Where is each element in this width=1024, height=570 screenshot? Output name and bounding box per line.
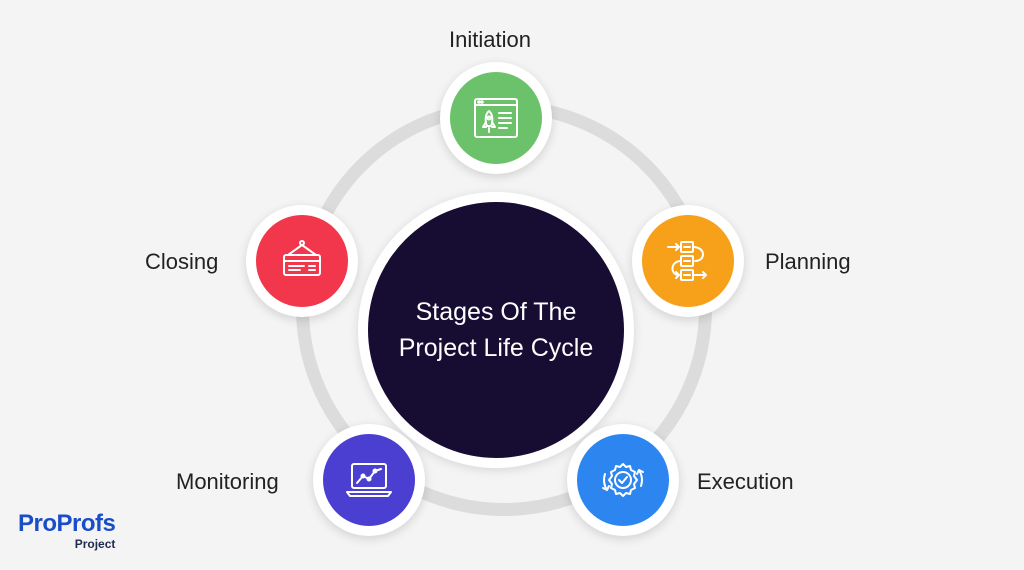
stage-node-initiation xyxy=(440,62,552,174)
proprofs-project-logo: ProProfs Project xyxy=(18,510,116,552)
stage-circle-planning xyxy=(642,215,734,307)
hanging-sign-icon xyxy=(283,240,321,276)
line-chart-laptop-icon xyxy=(346,463,392,497)
center-circle: Stages Of The Project Life Cycle xyxy=(368,202,624,458)
diagram-title: Stages Of The Project Life Cycle xyxy=(398,298,594,362)
rocket-document-icon xyxy=(474,98,518,138)
logo-subtitle: Project xyxy=(74,537,116,551)
gear-check-icon xyxy=(602,463,644,497)
stage-node-closing xyxy=(246,205,358,317)
stage-circle-monitoring xyxy=(323,434,415,526)
stage-circle-initiation xyxy=(450,72,542,164)
stage-label-monitoring: Monitoring xyxy=(176,469,279,494)
stage-circle-execution xyxy=(577,434,669,526)
stage-label-execution: Execution xyxy=(697,469,794,494)
process-flow-icon xyxy=(667,241,707,281)
stage-circle-closing xyxy=(256,215,348,307)
stage-node-monitoring xyxy=(313,424,425,536)
stage-node-planning xyxy=(632,205,744,317)
stage-label-initiation: Initiation xyxy=(449,27,531,52)
logo-wordmark: ProProfs xyxy=(18,510,116,537)
stage-label-planning: Planning xyxy=(765,249,851,274)
stage-node-execution xyxy=(567,424,679,536)
stage-label-closing: Closing xyxy=(145,249,219,274)
